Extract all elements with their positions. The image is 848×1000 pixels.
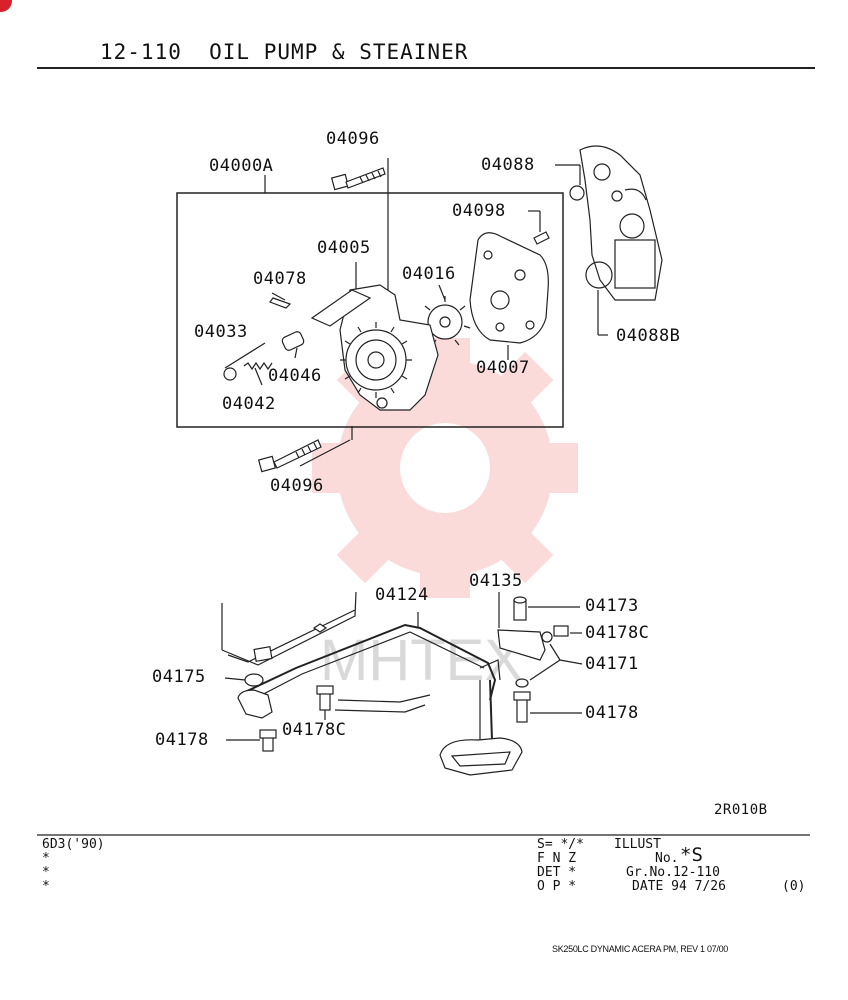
rotor-gear-icon	[420, 296, 471, 346]
callout-04175: 04175	[152, 667, 206, 687]
footer-star-2: *	[42, 865, 50, 880]
callout-04098: 04098	[452, 201, 506, 221]
page-title: 12-110 OIL PUMP & STEAINER	[100, 40, 469, 64]
callout-04033: 04033	[194, 322, 248, 342]
footer-det: DET *	[537, 865, 577, 880]
title-divider	[37, 67, 815, 69]
footer-fnz: F N Z	[537, 851, 577, 866]
pump-body-icon	[310, 284, 439, 411]
footer-op: O P *	[537, 879, 577, 894]
callout-04178-right: 04178	[585, 703, 639, 723]
footer-s-line: S= */*	[537, 837, 584, 852]
spring-icon	[243, 361, 273, 371]
plug-icon	[223, 367, 237, 381]
callout-04007: 04007	[476, 358, 530, 378]
footer-no-value: *S	[680, 844, 703, 866]
callout-04000A: 04000A	[209, 156, 274, 176]
footer-date: DATE 94 7/26	[632, 879, 726, 894]
footer-credit: SK250LC DYNAMIC ACERA PM, REV 1 07/00	[552, 944, 728, 954]
callout-04088B: 04088B	[616, 326, 681, 346]
footer-star-3: *	[42, 879, 50, 894]
long-bolt-icon	[257, 439, 322, 473]
callout-04178C-right: 04178C	[585, 623, 650, 643]
callout-04173: 04173	[585, 596, 639, 616]
footer-rev: (0)	[782, 879, 806, 894]
footer-illust: ILLUST	[614, 837, 661, 852]
pin-icon	[269, 297, 292, 309]
callout-04016: 04016	[402, 264, 456, 284]
callout-04096-top: 04096	[326, 129, 380, 149]
pump-cover-icon	[469, 231, 550, 344]
footer-star-1: *	[42, 851, 50, 866]
callout-04078: 04078	[253, 269, 307, 289]
bolt-icon	[330, 167, 386, 191]
callout-04124: 04124	[375, 585, 429, 605]
callout-04171: 04171	[585, 654, 639, 674]
callout-04096-bottom: 04096	[270, 476, 324, 496]
callout-04046: 04046	[268, 366, 322, 386]
callout-04178C-mid: 04178C	[282, 720, 347, 740]
footer-model: 6D3('90)	[42, 837, 105, 852]
illustration-code: 2R010B	[714, 802, 768, 818]
assembly-frame	[176, 192, 564, 428]
engine-block-outline	[569, 145, 663, 301]
callout-04005: 04005	[317, 238, 371, 258]
callout-04088: 04088	[481, 155, 535, 175]
callout-04178-left: 04178	[155, 730, 209, 750]
footer-gr-no: Gr.No.12-110	[626, 865, 720, 880]
strainer-assembly	[221, 591, 569, 776]
callout-04135: 04135	[469, 571, 523, 591]
callout-04042: 04042	[222, 394, 276, 414]
plunger-icon	[281, 331, 305, 351]
footer-no: No.	[655, 851, 679, 866]
